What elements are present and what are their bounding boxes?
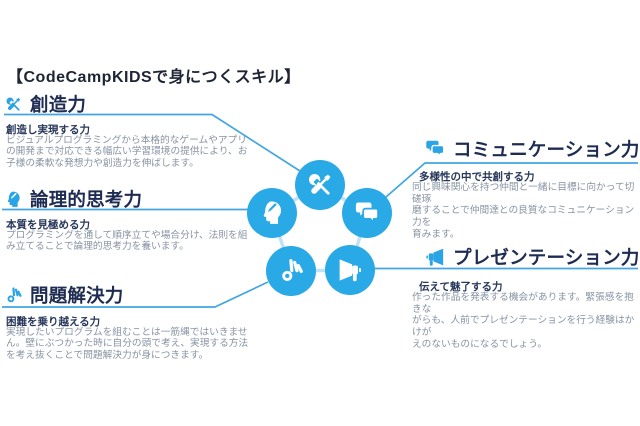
- ok-hand-icon: [277, 257, 305, 285]
- section-creativity-header: 創造力: [4, 91, 86, 117]
- communication-circle: [342, 188, 392, 238]
- tools-icon: [305, 170, 335, 200]
- creativity-circle: [295, 160, 345, 210]
- section-creativity-subtitle: 創造し実現する力: [6, 124, 90, 136]
- chat-bubbles-icon: [353, 199, 381, 227]
- section-problem-solving-title: 問題解決力: [30, 285, 124, 306]
- section-logical-thinking-header: 論理的思考力: [4, 186, 142, 212]
- section-logical-thinking-subtitle: 本質を見極める力: [6, 219, 90, 231]
- tools-icon: [4, 95, 23, 114]
- chat-bubbles-icon: [424, 138, 446, 160]
- thinking-head-icon: [4, 190, 23, 209]
- section-communication-header: コミュニケーション力: [424, 136, 640, 162]
- logical-thinking-circle: [247, 188, 297, 238]
- section-communication-subtitle: 多様性の中で共創する力: [419, 171, 535, 183]
- section-presentation-header: プレゼンテーション力: [424, 244, 640, 270]
- problem-solving-connector-line: [2, 281, 269, 308]
- ok-hand-icon: [4, 286, 23, 305]
- communication-connector-line: [385, 162, 638, 198]
- section-problem-solving-body: 実現したいプログラムを組むことは一筋縄ではいきませ ん。壁にぶつかった時に自分の…: [6, 327, 249, 361]
- page-title: 【CodeCampKIDSで身につくスキル】: [7, 69, 301, 86]
- section-creativity-title: 創造力: [30, 94, 87, 115]
- section-communication-body: 同じ興味関心を持つ仲間と一緒に目標に向かって切磋琢 磨することで仲間達との良質な…: [412, 182, 635, 240]
- section-problem-solving-subtitle: 困難を乗り越える力: [6, 316, 101, 328]
- section-creativity-body: ビジュアルプログラミングから本格的なゲームやアプリ の開発まで対応できる幅広い学…: [6, 135, 248, 169]
- section-problem-solving-header: 問題解決力: [4, 282, 124, 308]
- section-communication-title: コミュニケーション力: [453, 139, 640, 160]
- thinking-head-icon: [258, 199, 286, 227]
- section-logical-thinking-body: プログラミングを通して順序立てや場合分け、法則を組 み立てることで論理的思考力を…: [6, 230, 248, 253]
- megaphone-icon: [424, 246, 446, 268]
- problem-solving-circle: [266, 246, 316, 296]
- megaphone-icon: [336, 256, 364, 284]
- presentation-circle: [325, 245, 375, 295]
- section-logical-thinking-title: 論理的思考力: [30, 189, 143, 210]
- creativity-connector-line: [4, 113, 301, 172]
- section-presentation-subtitle: 伝えて魅了する力: [419, 281, 503, 293]
- section-presentation-title: プレゼンテーション力: [453, 247, 640, 268]
- section-presentation-body: 作った作品を発表する機会があります。緊張感を抱きな がらも、人前でプレゼンテーシ…: [412, 292, 635, 350]
